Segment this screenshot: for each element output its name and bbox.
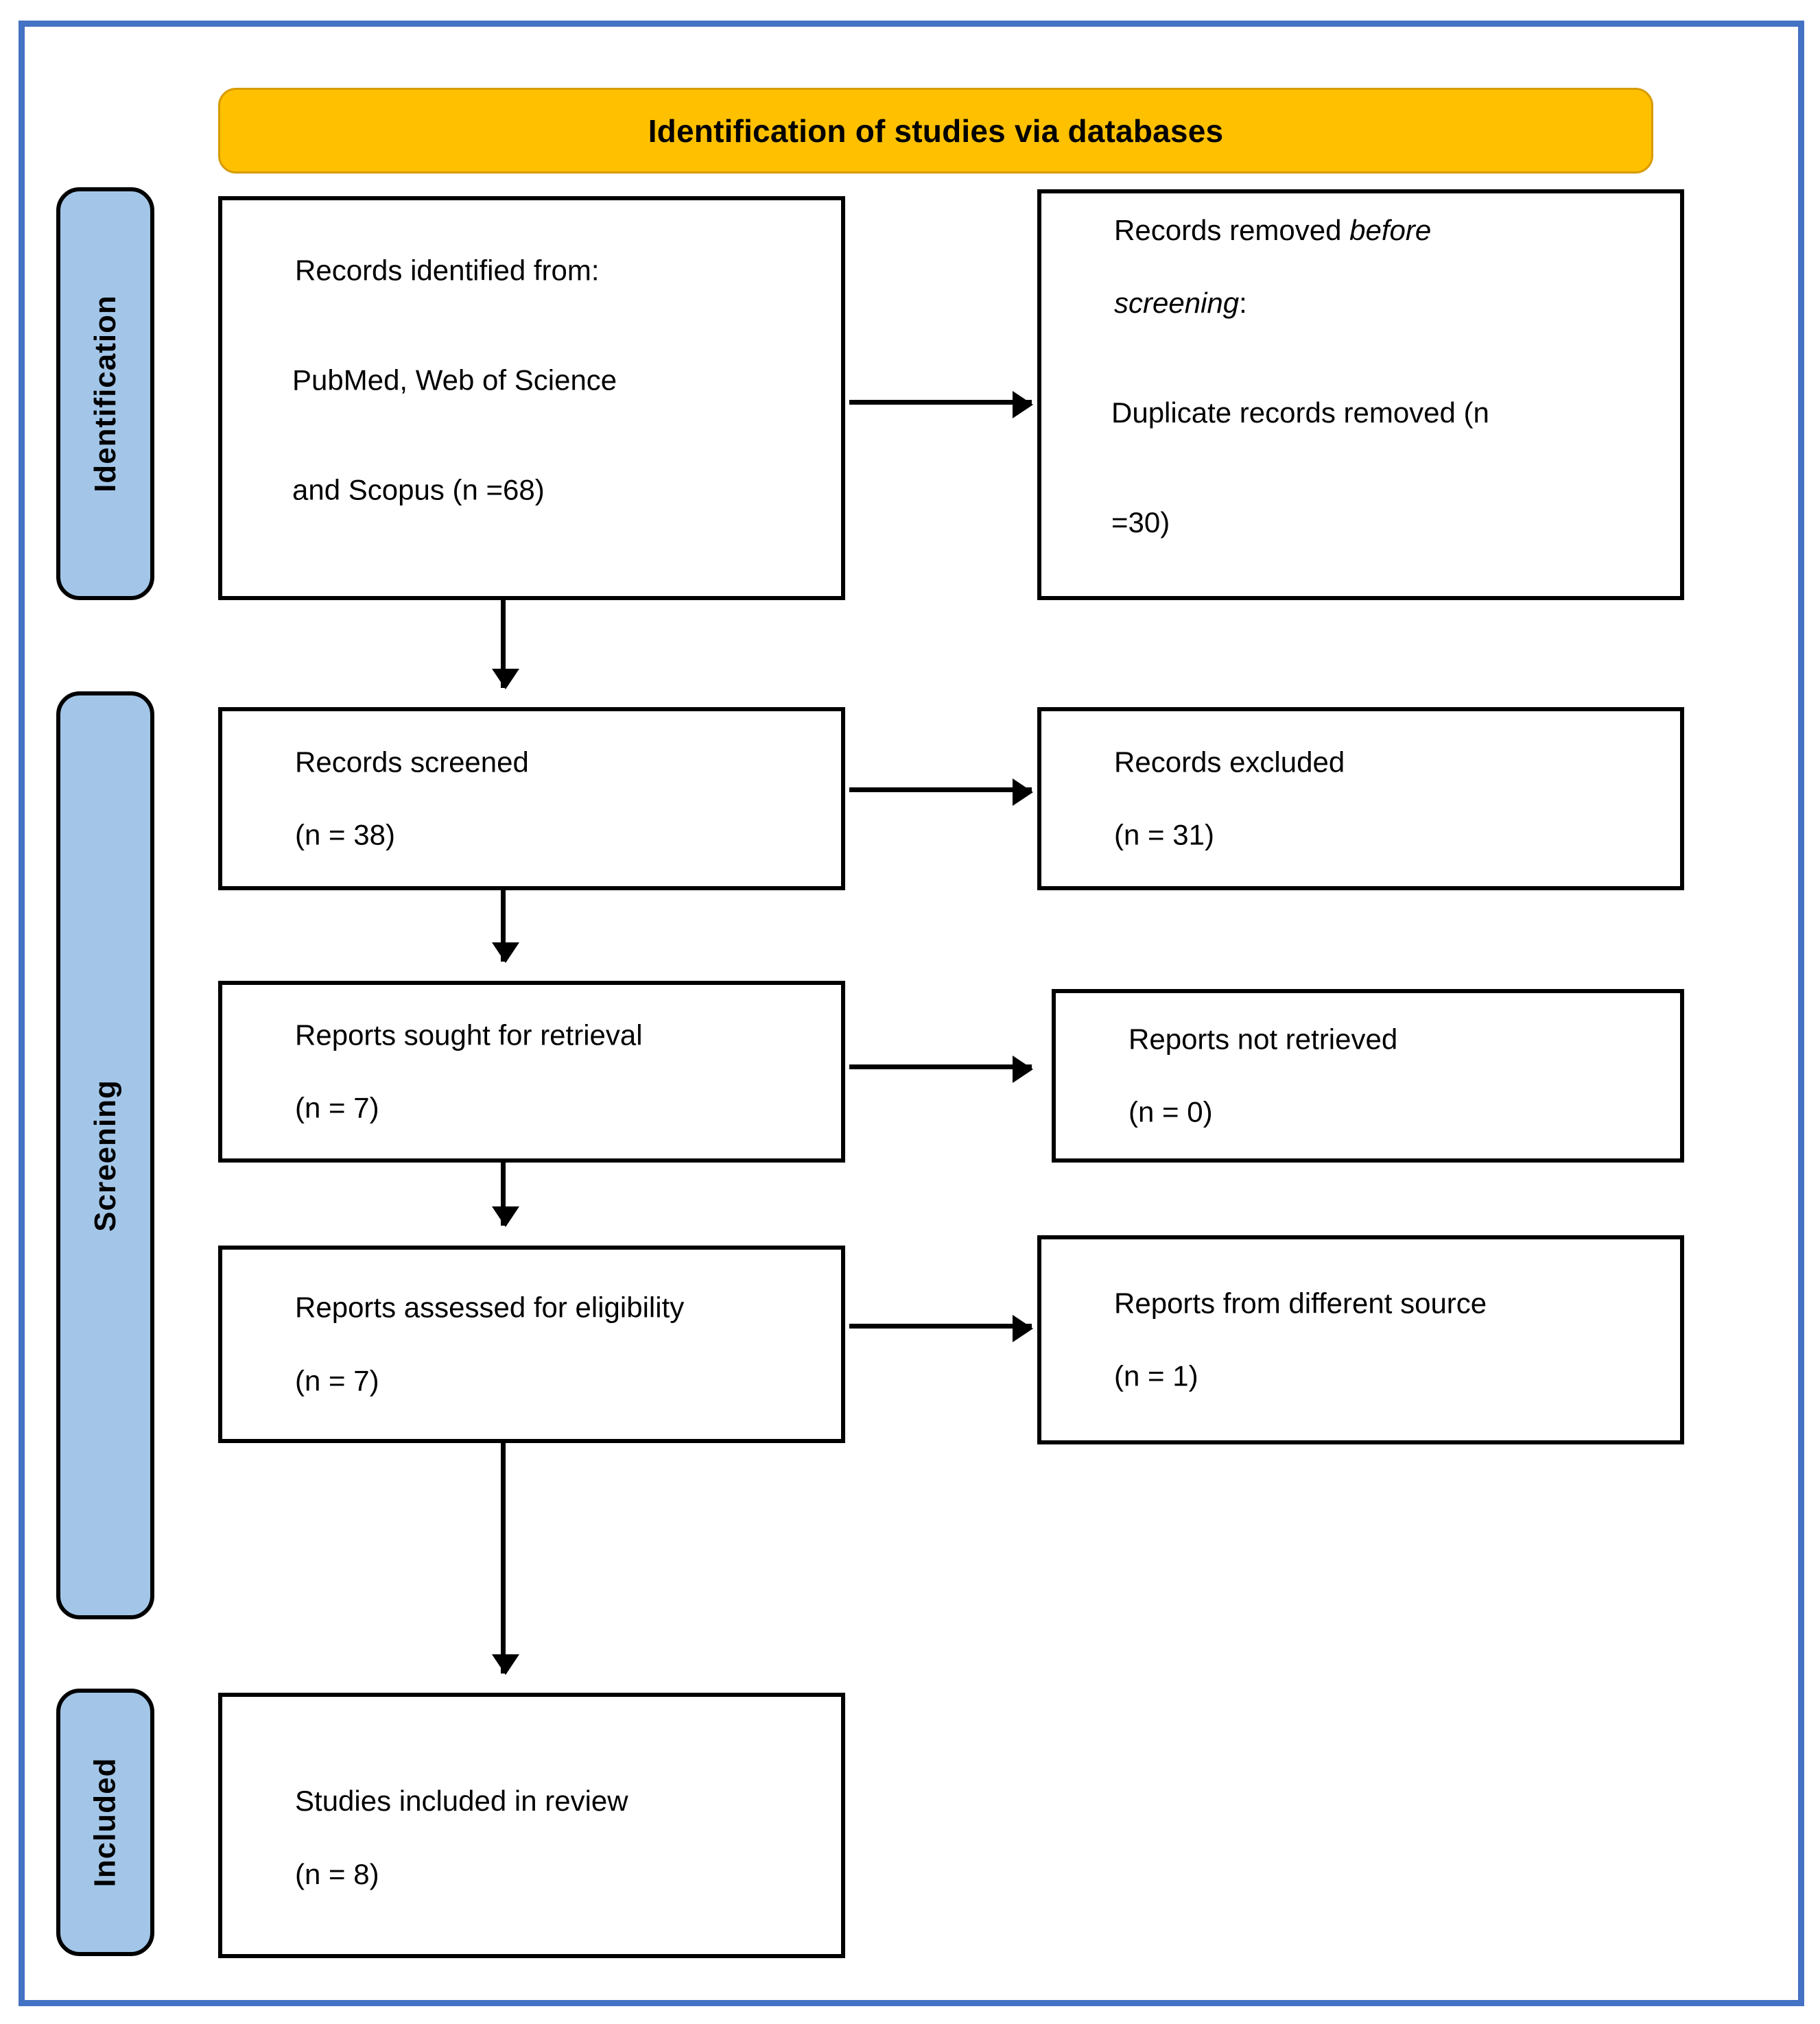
studies-included-line1: Studies included in review (295, 1785, 628, 1818)
reports-not-retrieved-line2: (n = 0) (1128, 1096, 1213, 1129)
box-studies-included-text: Studies included in review (n = 8) (247, 1746, 830, 1929)
records-screened-line2: (n = 38) (295, 819, 395, 852)
records-removed-line1-plain: Records removed (1114, 213, 1350, 246)
reports-not-retrieved-line1: Reports not retrieved (1128, 1023, 1398, 1056)
stage-tab-screening-label: Screening (88, 1079, 122, 1232)
records-removed-line3: Duplicate records removed (n (1111, 396, 1489, 429)
records-identified-line3: and Scopus (n =68) (292, 473, 545, 506)
records-identified-line2: PubMed, Web of Science (292, 364, 617, 396)
identification-banner-label: Identification of studies via databases (648, 112, 1224, 149)
reports-different-source-line2: (n = 1) (1114, 1360, 1198, 1393)
reports-assessed-line1: Reports assessed for eligibility (295, 1291, 685, 1324)
records-removed-line2-italic: screening (1114, 287, 1240, 320)
arrow-sought-to-not-retrieved-icon (849, 1056, 1033, 1083)
records-identified-line1: Records identified from: (295, 254, 600, 287)
stage-tab-screening: Screening (56, 691, 154, 1619)
arrow-assessed-to-included-icon (492, 1443, 519, 1675)
records-removed-line1-italic: before (1349, 213, 1432, 246)
box-records-identified: Records identified from: PubMed, Web of … (218, 196, 845, 600)
arrow-identified-to-removed-icon (849, 391, 1033, 418)
stage-tab-included: Included (56, 1689, 154, 1956)
box-reports-assessed-text: Reports assessed for eligibility (n = 7) (247, 1253, 830, 1436)
reports-different-source-line1: Reports from different source (1114, 1287, 1487, 1320)
box-records-screened: Records screened (n = 38) (218, 707, 845, 890)
reports-sought-line1: Reports sought for retrieval (295, 1019, 643, 1051)
arrow-screened-to-sought-icon (492, 890, 519, 963)
box-reports-different-source: Reports from different source (n = 1) (1037, 1235, 1684, 1444)
box-studies-included: Studies included in review (n = 8) (218, 1693, 845, 1958)
box-reports-sought-text: Reports sought for retrieval (n = 7) (247, 980, 830, 1163)
box-records-identified-text: Records identified from: PubMed, Web of … (247, 215, 830, 581)
records-excluded-line1: Records excluded (1114, 746, 1345, 778)
records-removed-line4: =30) (1111, 506, 1170, 539)
records-removed-line2-plain: : (1239, 287, 1247, 320)
reports-sought-line2: (n = 7) (295, 1092, 379, 1125)
arrow-identified-to-screened-icon (492, 600, 519, 689)
box-records-removed: Records removed before screening: Duplic… (1037, 189, 1684, 600)
arrow-assessed-to-different-source-icon (849, 1315, 1033, 1342)
box-records-excluded-text: Records excluded (n = 31) (1066, 707, 1669, 890)
stage-tab-identification: Identification (56, 187, 154, 600)
identification-banner: Identification of studies via databases (218, 88, 1653, 174)
box-records-excluded: Records excluded (n = 31) (1037, 707, 1684, 890)
records-screened-line1: Records screened (295, 746, 529, 778)
box-reports-not-retrieved-text: Reports not retrieved (n = 0) (1080, 984, 1669, 1167)
records-excluded-line2: (n = 31) (1114, 819, 1214, 852)
box-reports-assessed: Reports assessed for eligibility (n = 7) (218, 1246, 845, 1443)
studies-included-line2: (n = 8) (295, 1857, 379, 1890)
arrow-sought-to-assessed-icon (492, 1163, 519, 1227)
box-reports-different-source-text: Reports from different source (n = 1) (1066, 1248, 1669, 1431)
box-records-removed-text: Records removed before screening: Duplic… (1066, 176, 1669, 615)
stage-tab-identification-label: Identification (88, 295, 122, 492)
box-reports-sought: Reports sought for retrieval (n = 7) (218, 981, 845, 1163)
arrow-screened-to-excluded-icon (849, 778, 1033, 806)
stage-tab-included-label: Included (88, 1757, 122, 1888)
diagram-outer-frame (19, 21, 1804, 2006)
reports-assessed-line2: (n = 7) (295, 1364, 379, 1397)
box-records-screened-text: Records screened (n = 38) (247, 707, 830, 890)
box-reports-not-retrieved: Reports not retrieved (n = 0) (1052, 989, 1684, 1163)
